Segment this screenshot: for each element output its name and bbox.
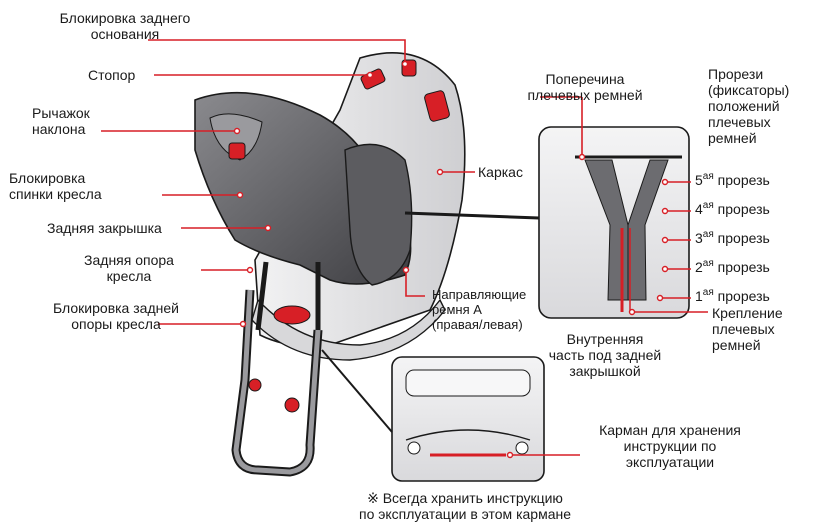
label-manual-pocket: Карман для хранения инструкции по эксплу… [570,422,770,470]
label-recline-lever: Рычажок наклона [32,105,90,137]
label-rear-base-lock: Блокировка заднего основания [40,10,210,42]
label-seat-back-lock: Блокировка спинки кресла [9,170,102,202]
label-inner-rear-cover: Внутренняя часть под задней закрышкой [530,331,680,379]
label-stopper: Стопор [88,67,135,83]
slot-label-1: 1ая прорезь [695,288,770,304]
note-keep-manual: ※ Всегда хранить инструкцию по эксплуата… [335,490,595,522]
slot-label-3: 3ая прорезь [695,230,770,246]
inner-rear-panel [539,127,689,318]
label-shoulder-slots: Прорези (фиксаторы) положений плечевых р… [708,66,789,146]
label-belt-guides: Направляющие ремня A (правая/левая) [432,287,526,332]
slot-label-2: 2ая прорезь [695,259,770,275]
label-rear-support-lock: Блокировка задней опоры кресла [36,300,196,332]
label-rear-cover: Задняя закрышка [47,220,162,236]
manual-pocket-panel [392,357,544,481]
label-rear-support: Задняя опора кресла [64,252,194,284]
label-frame: Каркас [478,164,523,180]
slot-label-5: 5ая прорезь [695,172,770,188]
label-shoulder-crossbar: Поперечина плечевых ремней [515,71,655,103]
label-shoulder-mount: Крепление плечевых ремней [712,305,783,353]
slot-label-4: 4ая прорезь [695,201,770,217]
